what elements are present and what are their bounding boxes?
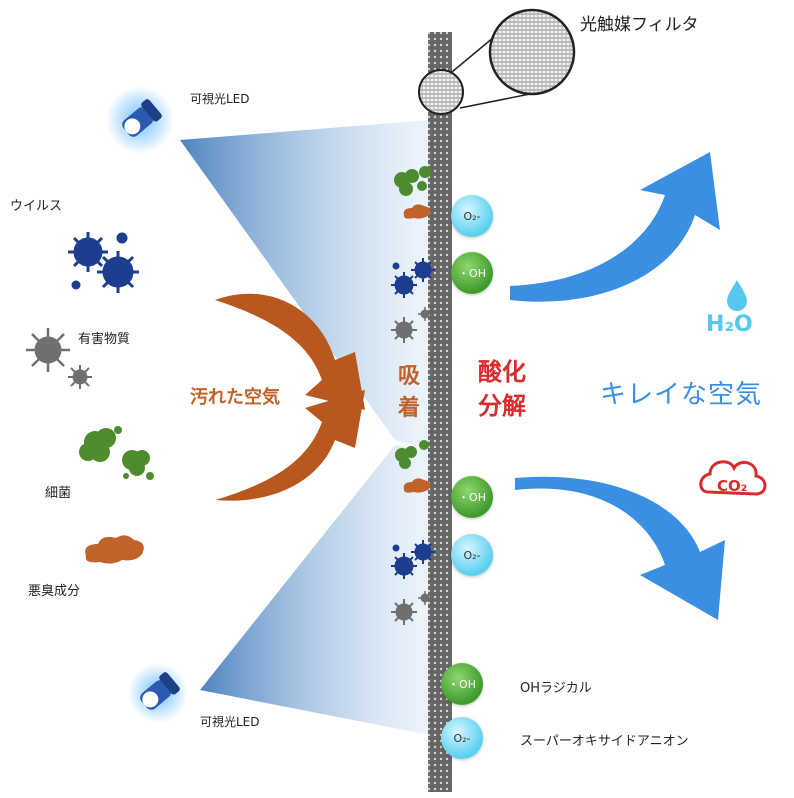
o2-ion: O₂- bbox=[451, 195, 493, 237]
filter-strip bbox=[428, 32, 452, 792]
oh-ion-label: ・OH bbox=[458, 267, 486, 280]
clean-air-arrow-upper bbox=[510, 152, 720, 302]
legend-oh-ion: ・OH bbox=[441, 663, 483, 705]
o2-ion-label: O₂- bbox=[463, 209, 481, 223]
adsorbed-harmful-icon bbox=[391, 307, 432, 625]
led-icon-top bbox=[106, 86, 174, 154]
o2-ion: O₂- bbox=[451, 534, 493, 576]
water-drop-icon bbox=[727, 280, 747, 311]
legend-oh-ion-label: ・OH bbox=[448, 678, 476, 691]
dirty-air-label: 汚れた空気 bbox=[190, 387, 280, 408]
odor-label: 悪臭成分 bbox=[28, 584, 81, 599]
co2-label: CO₂ bbox=[717, 477, 748, 495]
decomposition-label-2: 分解 bbox=[478, 392, 526, 420]
magnifier-icon bbox=[418, 8, 576, 115]
led-label-top: 可視光LED bbox=[190, 92, 250, 106]
bacteria-icon bbox=[79, 426, 154, 480]
legend-o2-ion: O₂- bbox=[441, 717, 483, 759]
dirty-air-arrow-upper bbox=[215, 293, 365, 410]
o2-ion-label: O₂- bbox=[463, 548, 481, 562]
adsorption-label-1: 吸 bbox=[398, 364, 421, 389]
co2-cloud-icon bbox=[699, 460, 767, 496]
filter-title: 光触媒フィルタ bbox=[580, 15, 699, 35]
adsorbed-bacteria-icon bbox=[394, 166, 431, 469]
led-label-bottom: 可視光LED bbox=[200, 715, 260, 729]
adsorbed-virus-icon bbox=[391, 258, 435, 579]
harmful-substance-icon bbox=[26, 328, 92, 389]
clean-air-arrow-lower bbox=[515, 476, 725, 620]
adsorbed-odor-icon bbox=[403, 204, 431, 493]
oh-ion: ・OH bbox=[451, 252, 493, 294]
oh-ion: ・OH bbox=[451, 476, 493, 518]
virus-label: ウイルス bbox=[10, 199, 63, 214]
virus-icon bbox=[68, 232, 139, 293]
light-beam-top bbox=[180, 120, 430, 450]
odor-icon bbox=[85, 535, 144, 564]
legend-oh-label: OHラジカル bbox=[520, 681, 592, 696]
oh-ion-label: ・OH bbox=[458, 491, 486, 504]
legend-o2-ion-label: O₂- bbox=[453, 731, 471, 745]
harmful-label: 有害物質 bbox=[78, 332, 131, 347]
adsorption-label-2: 着 bbox=[398, 396, 421, 421]
led-icon-bottom bbox=[128, 663, 188, 723]
clean-air-label: キレイな空気 bbox=[600, 380, 763, 410]
decomposition-label-1: 酸化 bbox=[478, 358, 526, 386]
bacteria-label: 細菌 bbox=[45, 486, 72, 501]
dirty-air-arrow-lower bbox=[215, 390, 365, 501]
light-beam-bottom bbox=[200, 445, 430, 735]
legend-o2-label: スーパーオキサイドアニオン bbox=[520, 734, 689, 749]
h2o-label: H₂O bbox=[706, 312, 753, 337]
